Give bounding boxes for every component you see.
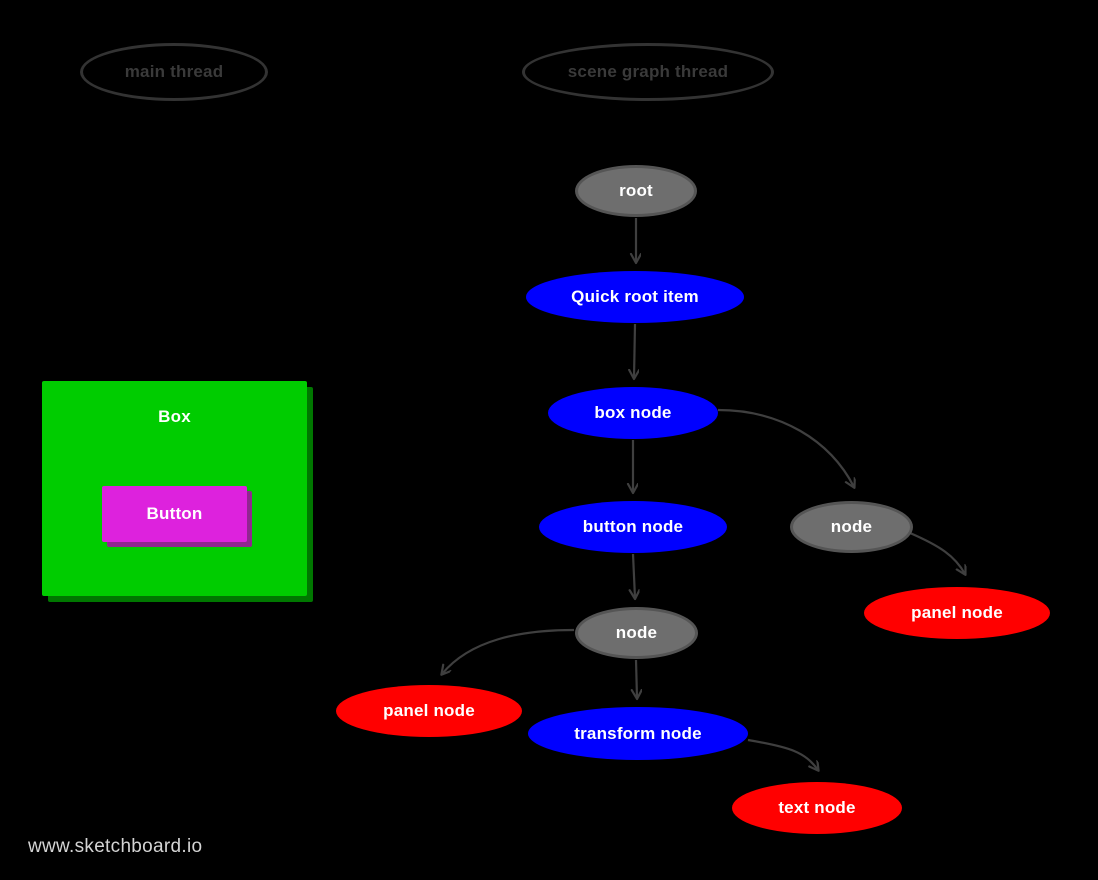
- node-node-right-label: node: [830, 517, 873, 536]
- node-node-right[interactable]: node: [790, 501, 913, 553]
- node-quick-root-item[interactable]: Quick root item: [526, 271, 744, 323]
- node-node-center[interactable]: node: [575, 607, 698, 659]
- shape-box[interactable]: Box: [42, 381, 307, 596]
- node-text-node-label: text node: [778, 798, 856, 817]
- lane-main-thread-label: main thread: [124, 62, 224, 81]
- node-button-node[interactable]: button node: [539, 501, 727, 553]
- lane-scene-graph-thread[interactable]: scene graph thread: [522, 43, 774, 101]
- node-panel-node-right[interactable]: panel node: [864, 587, 1050, 639]
- node-node-center-label: node: [615, 623, 658, 642]
- edge-node-center-to-transform-node: [636, 659, 637, 698]
- node-panel-node-left[interactable]: panel node: [336, 685, 522, 737]
- node-box-node-label: box node: [594, 403, 672, 422]
- shape-button-label: Button: [146, 504, 203, 523]
- edge-node-right-to-panel-node-right: [909, 531, 965, 574]
- node-text-node[interactable]: text node: [732, 782, 902, 834]
- node-button-node-label: button node: [582, 517, 684, 536]
- node-root-label: root: [619, 181, 653, 200]
- lane-scene-graph-thread-label: scene graph thread: [567, 62, 729, 81]
- shape-box-label: Box: [158, 407, 191, 426]
- lane-main-thread[interactable]: main thread: [80, 43, 268, 101]
- node-panel-node-left-label: panel node: [383, 701, 475, 720]
- node-root[interactable]: root: [575, 165, 697, 217]
- edge-button-node-to-node-center: [633, 553, 635, 598]
- node-panel-node-right-label: panel node: [911, 603, 1003, 622]
- edge-box-node-to-node-right: [717, 408, 854, 487]
- edge-quick-root-item-to-box-node: [634, 323, 635, 378]
- edge-transform-node-to-text-node: [747, 738, 818, 770]
- node-transform-node-label: transform node: [574, 723, 702, 743]
- watermark-sketchboard: www.sketchboard.io: [28, 836, 203, 857]
- node-box-node[interactable]: box node: [548, 387, 718, 439]
- shape-button[interactable]: Button: [102, 486, 247, 542]
- node-transform-node[interactable]: transform node: [528, 707, 748, 760]
- node-quick-root-item-label: Quick root item: [571, 287, 699, 306]
- edge-node-center-to-panel-node-left: [442, 628, 575, 674]
